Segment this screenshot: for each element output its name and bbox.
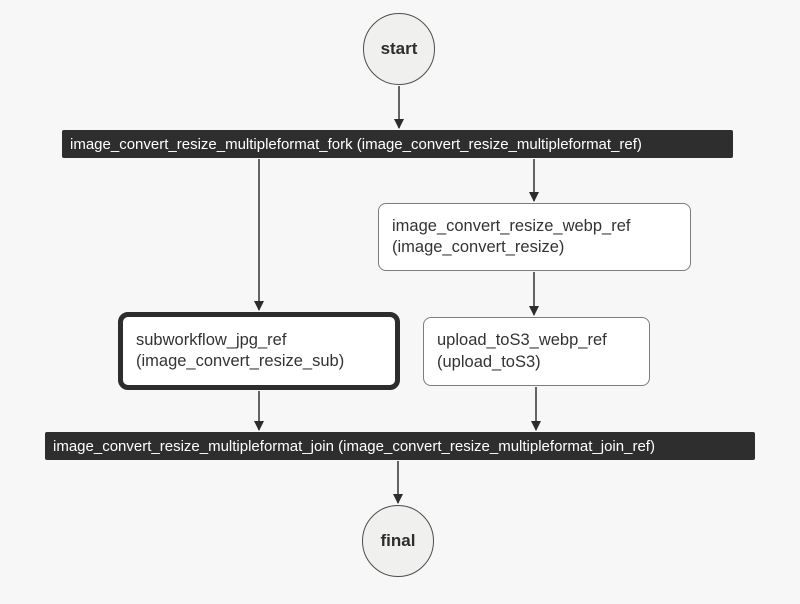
final-node: final (362, 505, 434, 577)
webp-task-name: image_convert_resize_webp_ref (392, 216, 631, 235)
upload-task-ref: (upload_toS3) (437, 352, 541, 371)
webp-task-node[interactable]: image_convert_resize_webp_ref (image_con… (378, 203, 691, 271)
subworkflow-task-ref: (image_convert_resize_sub) (136, 352, 345, 370)
upload-task-node[interactable]: upload_toS3_webp_ref (upload_toS3) (423, 317, 650, 386)
start-node-label: start (380, 39, 418, 58)
final-node-label: final (380, 531, 416, 550)
webp-task-ref: (image_convert_resize) (392, 238, 565, 256)
upload-task-name: upload_toS3_webp_ref (437, 331, 607, 350)
fork-task-node[interactable]: image_convert_resize_multipleformat_fork… (62, 130, 733, 158)
join-task-label: image_convert_resize_multipleformat_join… (53, 437, 655, 455)
fork-task-label: image_convert_resize_multipleformat_fork… (70, 135, 642, 153)
subworkflow-task-node[interactable]: subworkflow_jpg_ref (image_convert_resiz… (118, 312, 400, 390)
subworkflow-task-name: subworkflow_jpg_ref (136, 330, 287, 349)
join-task-node[interactable]: image_convert_resize_multipleformat_join… (45, 432, 755, 460)
start-node: start (363, 13, 435, 85)
